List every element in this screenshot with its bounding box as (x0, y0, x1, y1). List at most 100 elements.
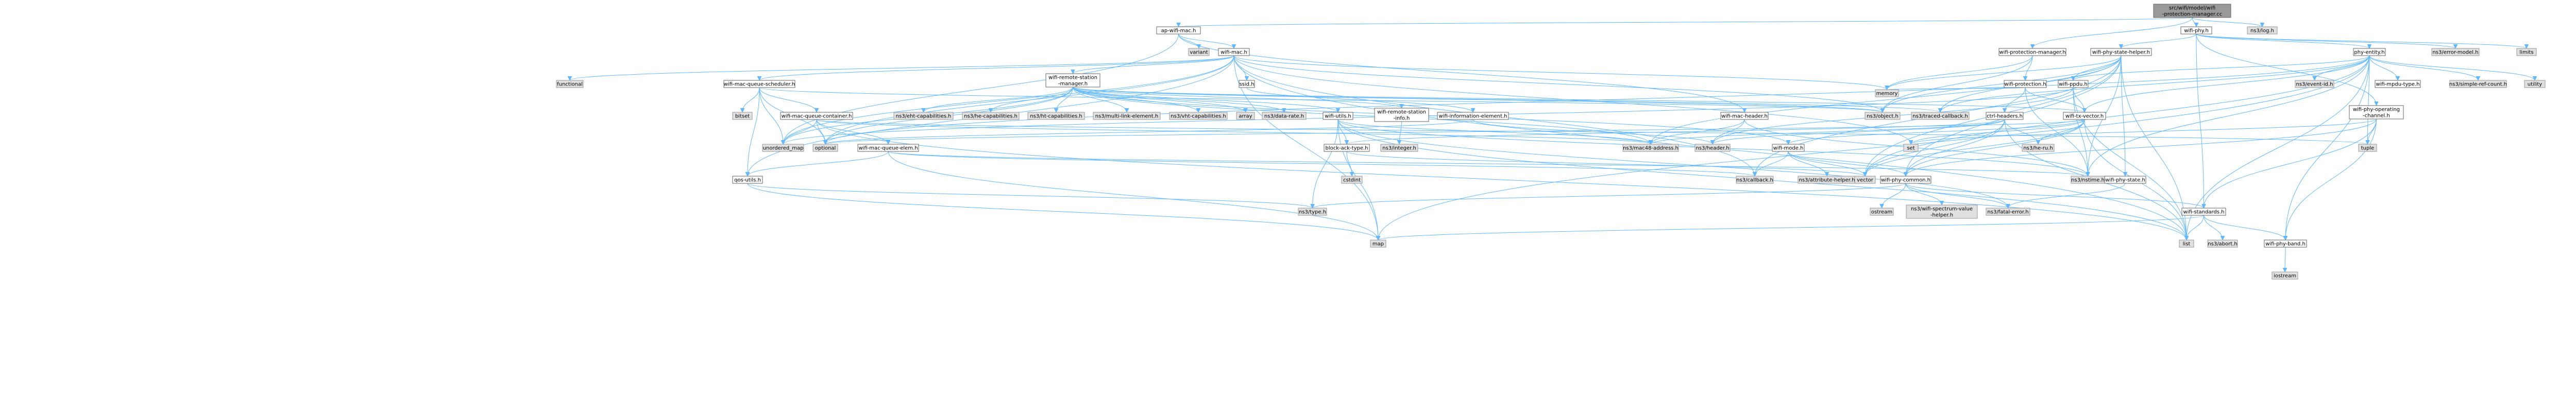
node-list[interactable]: list (2179, 240, 2194, 248)
node-wifi-standards[interactable]: wifi-standards.h (2181, 208, 2226, 216)
node-ns-nstime[interactable]: ns3/nstime.h (2071, 176, 2105, 184)
node-qos-utils[interactable]: qos-utils.h (732, 176, 763, 184)
node-array[interactable]: array (1236, 112, 1255, 120)
node-bitset[interactable]: bitset (732, 112, 753, 120)
node-memory[interactable]: memory (1875, 89, 1899, 97)
node-phy-entity[interactable]: phy-entity.h (2353, 48, 2386, 56)
node-vector[interactable]: vector (1854, 176, 1876, 184)
node-ns-header[interactable]: ns3/header.h (1694, 144, 1731, 152)
node-box (2022, 144, 2055, 152)
node-ctrl-headers[interactable]: ctrl-headers.h (1986, 112, 2024, 120)
edge-wifi-utils-to-ns-mac48-address (1337, 119, 1651, 145)
node-utility[interactable]: utility (2524, 80, 2546, 88)
node-label: ns3/callback.h (1736, 178, 1773, 183)
node-wifi-mode[interactable]: wifi-mode.h (1772, 144, 1805, 152)
node-ns-integer[interactable]: ns3/integer.h (1380, 144, 1418, 152)
node-ns-log[interactable]: ns3/log.h (2247, 26, 2278, 35)
node-unordered-map[interactable]: unordered_map (762, 144, 804, 152)
node-box (1380, 144, 1418, 152)
node-optional[interactable]: optional (812, 144, 838, 152)
node-label: ns3/fatal-error.h (1987, 210, 2028, 215)
node-ssid[interactable]: ssid.h (1239, 80, 1255, 88)
node-root[interactable]: src/wifi/model/wifi-protection-manager.c… (2153, 4, 2231, 18)
node-wifi-phy[interactable]: wifi-phy.h (2180, 26, 2212, 35)
node-wifi-phy-state-helper[interactable]: wifi-phy-state-helper.h (2090, 48, 2152, 56)
node-wifi-phy-operating-channel[interactable]: wifi-phy-operating-channel.h (2349, 105, 2404, 119)
node-wifi-phy-band[interactable]: wifi-phy-band.h (2264, 240, 2307, 248)
node-ns-object[interactable]: ns3/object.h (1865, 112, 1901, 120)
node-ns-vht-capabilities[interactable]: ns3/vht-capabilities.h (1169, 112, 1228, 120)
node-wifi-information-element[interactable]: wifi-information-element.h (1437, 112, 1509, 120)
node-label: ns3/simple-ref-count.h (2449, 82, 2507, 88)
node-variant[interactable]: variant (1188, 48, 1210, 56)
edge-wifi-mac-queue-container-to-list (816, 119, 2187, 240)
node-ns-fatal-error[interactable]: ns3/fatal-error.h (1986, 208, 2030, 216)
node-wifi-utils[interactable]: wifi-utils.h (1323, 112, 1353, 120)
nodes-layer: src/wifi/model/wifi-protection-manager.c… (556, 4, 2546, 280)
node-wifi-mac-queue-elem[interactable]: wifi-mac-queue-elem.h (857, 144, 919, 152)
node-box (2153, 4, 2231, 18)
edge-wifi-protection-manager-to-memory (1887, 55, 2033, 90)
node-box (1341, 176, 1363, 184)
node-wifi-mac-queue-scheduler[interactable]: wifi-mac-queue-scheduler.h (723, 80, 795, 88)
node-cstdint[interactable]: cstdint (1341, 176, 1363, 184)
node-wifi-mac[interactable]: wifi-mac.h (1218, 48, 1250, 56)
node-wifi-remote-station-manager[interactable]: wifi-remote-station-manager.h (1045, 73, 1100, 88)
node-ns-abort[interactable]: ns3/abort.h (2207, 240, 2238, 248)
node-ns-ht-capabilities[interactable]: ns3/eht-capabilities.h (893, 112, 954, 120)
edge-wifi-tx-vector-to-set (1911, 119, 2085, 145)
node-wifi-tx-vector[interactable]: wifi-tx-vector.h (2063, 112, 2106, 120)
edge-wifi-phy-to-ns-error-model (2196, 33, 2455, 49)
node-ns-type[interactable]: ns3/type.h (1298, 208, 1327, 216)
node-box (1188, 48, 1210, 56)
node-label: wifi-remote-station (1048, 75, 1097, 81)
node-ns-event-id[interactable]: ns3/event-id.h (2295, 80, 2334, 88)
node-ns-traced-callback[interactable]: ns3/traced-callback.h (1911, 112, 1970, 120)
node-wifi-ppdu[interactable]: wifi-ppdu.h (2058, 80, 2089, 88)
node-box (2516, 48, 2537, 56)
node-label: block-ack-type.h (1325, 146, 1368, 151)
node-wifi-phy-common[interactable]: wifi-phy-common.h (1880, 176, 1931, 184)
node-ns-he-ru[interactable]: ns3/he-ru.h (2022, 144, 2055, 152)
node-map[interactable]: map (1370, 240, 1386, 248)
node-ns-simple-ref-count[interactable]: ns3/simple-ref-count.h (2449, 80, 2507, 88)
node-ns-wifi-spectrum-value-helper[interactable]: ns3/wifi-spectrum-value-helper.h (1906, 204, 1978, 219)
edge-wifi-remote-station-manager-to-wifi-remote-station-info (1073, 87, 1402, 109)
node-wifi-protection-manager[interactable]: wifi-protection-manager.h (1998, 48, 2066, 56)
edge-phy-entity-to-wifi-mpdu-type (2369, 55, 2398, 81)
edge-wifi-tx-vector-to-ns-he-ru (2038, 119, 2085, 145)
node-ostream[interactable]: ostream (1870, 208, 1894, 216)
node-ns-he-capabilities[interactable]: ns3/he-capabilities.h (962, 112, 1020, 120)
node-tuple[interactable]: tuple (2358, 144, 2377, 152)
node-wifi-protection[interactable]: wifi-protection.h (2004, 80, 2047, 88)
node-box (2264, 240, 2307, 248)
node-wifi-mac-header[interactable]: wifi-mac-header.h (1720, 112, 1769, 120)
node-label: ns3/he-capabilities.h (964, 114, 1018, 119)
node-wifi-remote-station-info[interactable]: wifi-remote-station-info.h (1374, 108, 1429, 122)
node-ap-wifi-mac[interactable]: ap-wifi-mac.h (1156, 26, 1201, 35)
node-box (2063, 112, 2106, 120)
node-box (1218, 48, 1250, 56)
edge-wifi-mac-queue-scheduler-to-wifi-mac-queue-container (759, 87, 817, 113)
node-box (1880, 176, 1931, 184)
node-ns-ht-capabilities2[interactable]: ns3/ht-capabilities.h (1027, 112, 1085, 120)
node-block-ack-type[interactable]: block-ack-type.h (1324, 144, 1370, 152)
node-limits[interactable]: limits (2516, 48, 2537, 56)
edge-phy-entity-to-tuple (2368, 55, 2370, 144)
node-wifi-mac-queue-container[interactable]: wifi-mac-queue-container.h (780, 112, 853, 120)
node-wifi-phy-state[interactable]: wifi-phy-state.h (2104, 176, 2146, 184)
edge-wifi-remote-station-manager-to-wifi-tx-vector (1073, 87, 2085, 113)
node-ns-data-rate[interactable]: ns3/data-rate.h (1262, 112, 1307, 120)
node-ns-multi-link-element[interactable]: ns3/multi-link-element.h (1093, 112, 1161, 120)
node-ns-error-model[interactable]: ns3/error-model.h (2431, 48, 2480, 56)
node-iostream[interactable]: iostream (2272, 271, 2298, 280)
node-functional[interactable]: functional (556, 80, 584, 88)
node-ns-callback[interactable]: ns3/callback.h (1736, 176, 1774, 184)
node-wifi-mpdu-type[interactable]: wifi-mpdu-type.h (2375, 80, 2421, 88)
node-ns-mac48-address[interactable]: ns3/mac48-address.h (1622, 144, 1679, 152)
node-label: memory (1876, 91, 1898, 97)
edge-block-ack-type-to-vector (1346, 151, 1865, 177)
node-label: ns3/multi-link-element.h (1095, 114, 1159, 119)
node-ns-attribute-helper[interactable]: ns3/attribute-helper.h (1798, 176, 1856, 184)
node-set[interactable]: set (1903, 144, 1919, 152)
